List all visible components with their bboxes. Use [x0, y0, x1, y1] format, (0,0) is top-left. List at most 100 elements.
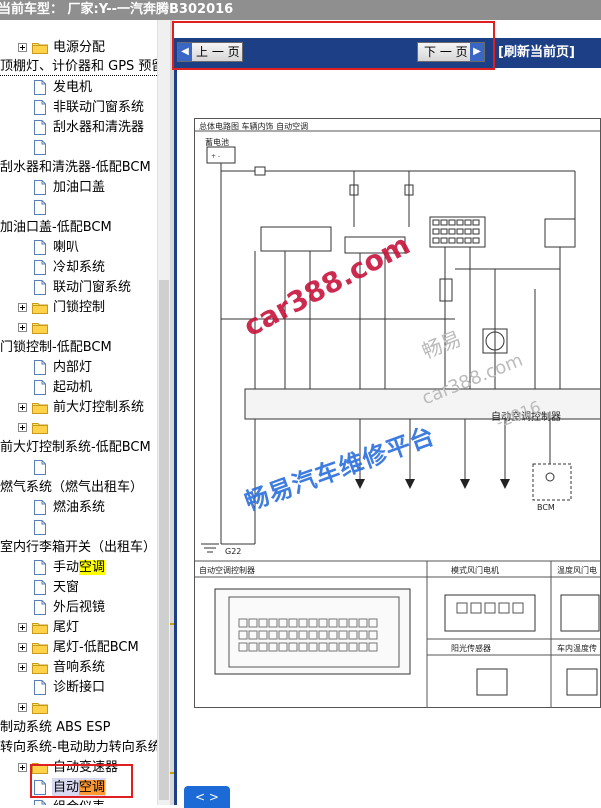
tree-expand-icon[interactable] — [18, 423, 27, 432]
tree-expand-icon[interactable] — [18, 763, 27, 772]
annotation-box-navigation — [172, 21, 495, 70]
document-icon — [34, 800, 46, 805]
tree-expand-icon[interactable] — [18, 43, 27, 52]
module-label: 自动空调控制器 — [491, 412, 561, 423]
next-page-button[interactable]: 下 一 页 ▶ — [417, 42, 485, 62]
pane-splitter[interactable] — [170, 20, 174, 805]
page-toggle-button[interactable]: < > — [184, 786, 230, 808]
panel-ac-controller-label: 自动空调控制器 — [199, 566, 255, 575]
battery-label: 蓄电池 — [205, 138, 229, 147]
document-icon — [34, 260, 46, 275]
tree-expand-icon[interactable] — [18, 323, 27, 332]
document-icon — [34, 560, 46, 575]
document-icon — [34, 680, 46, 695]
tree-expand-icon[interactable] — [18, 643, 27, 652]
tree-item-label: 顶棚灯、计价器和 GPS 预留 — [0, 59, 166, 76]
folder-icon — [32, 321, 48, 334]
svg-text:+ -: + - — [211, 153, 220, 160]
tree-scrollbar[interactable] — [157, 20, 171, 805]
tree-item-label: 天窗 — [53, 580, 80, 595]
tree-item-label: 组合仪表 — [52, 798, 106, 805]
tree-item-label: 燃油系统 — [53, 500, 106, 515]
document-icon — [34, 600, 46, 615]
tree-item-label: 电源分配 — [53, 40, 106, 55]
diagram-header: 总体电路图 车辆内饰 自动空调 — [199, 122, 309, 131]
current-model-header: 当前车型： 厂家:Y--一汽奔腾B302016 — [0, 0, 601, 20]
current-model-text: 当前车型： 厂家:Y--一汽奔腾B302016 — [0, 2, 234, 17]
tree-item-label: 外后视镜 — [53, 600, 106, 615]
tree-item-label: 前大灯控制系统 — [53, 400, 145, 415]
previous-page-label: 上 一 页 — [196, 45, 240, 59]
document-icon — [34, 240, 46, 255]
document-icon — [34, 140, 46, 155]
previous-page-button[interactable]: ◀ 上 一 页 — [177, 42, 243, 62]
tree-item-label: 室内行李箱开关（出租车） — [0, 540, 157, 555]
tree-item-label: 诊断接口 — [53, 680, 106, 695]
folder-icon — [32, 621, 48, 634]
tree-item-label: 加油口盖 — [53, 180, 106, 195]
viewer-left-border — [174, 68, 177, 805]
tree-item-label: 自动变速器 — [53, 760, 119, 775]
tree-item-label: 联动门窗系统 — [53, 280, 132, 295]
folder-icon — [32, 41, 48, 54]
document-icon — [34, 520, 46, 535]
tree-item-label: 加油口盖-低配BCM — [0, 220, 112, 235]
tree-item-label: 冷却系统 — [53, 260, 106, 275]
tree-item-label: 尾灯-低配BCM — [53, 640, 139, 655]
page-navigation-bar: ◀ 上 一 页 下 一 页 ▶ [刷新当前页] — [174, 38, 601, 68]
panel-sun-sensor-label: 阳光传感器 — [451, 644, 491, 653]
tree-item-label: 手动空调 — [53, 560, 106, 575]
tree-item-label: 刮水器和清洗器 — [53, 120, 145, 135]
tree-item-label: 非联动门窗系统 — [53, 100, 145, 115]
tree-item-label: 音响系统 — [53, 660, 106, 675]
document-icon — [34, 500, 46, 515]
document-icon — [34, 80, 46, 95]
catalog-tree-pane[interactable]: 电源分配顶棚灯、计价器和 GPS 预留发电机非联动门窗系统刮水器和清洗器刮水器和… — [0, 20, 170, 805]
bcm-label: BCM — [537, 503, 555, 512]
tree-expand-icon[interactable] — [18, 403, 27, 412]
arrow-left-icon: ◀ — [178, 43, 192, 61]
document-icon — [34, 120, 46, 135]
tree-expand-icon[interactable] — [18, 623, 27, 632]
tree-expand-icon[interactable] — [18, 703, 27, 712]
tree-item-label: 转向系统-电动助力转向系统 — [0, 740, 161, 755]
ground-label: G22 — [225, 547, 242, 556]
document-viewer: ◀ 上 一 页 下 一 页 ▶ [刷新当前页] + - — [174, 20, 601, 808]
tree-item-label: 刮水器和清洗器-低配BCM — [0, 160, 151, 175]
splitter-marker — [170, 623, 174, 625]
panel-temp-motor-label: 温度风门电 — [557, 566, 597, 575]
document-icon — [34, 100, 46, 115]
folder-icon — [32, 701, 48, 714]
next-page-label: 下 一 页 — [424, 45, 468, 59]
refresh-page-link[interactable]: [刷新当前页] — [498, 45, 575, 60]
panel-mode-motor-label: 模式风门电机 — [451, 566, 499, 575]
document-icon — [34, 360, 46, 375]
wiring-diagram-graphic: + - — [195, 130, 600, 707]
panel-incar-temp-label: 车内温度传 — [557, 644, 597, 653]
document-icon — [34, 280, 46, 295]
annotation-box-selected-item — [30, 764, 133, 798]
tree-item-label: 前大灯控制系统-低配BCM — [0, 440, 151, 455]
document-icon — [34, 380, 46, 395]
tree-item-label: 尾灯 — [53, 620, 80, 635]
search-highlight: 空调 — [79, 780, 106, 795]
tree-item-label: 门锁控制 — [53, 300, 106, 315]
document-icon — [34, 200, 46, 215]
tree-item-label: 内部灯 — [53, 360, 93, 375]
tree-expand-icon[interactable] — [18, 303, 27, 312]
tree-item-label: 燃气系统（燃气出租车） — [0, 480, 144, 495]
tree-scrollbar-thumb[interactable] — [159, 280, 169, 800]
search-highlight: 空调 — [79, 560, 106, 575]
wiring-diagram: + - — [194, 118, 601, 708]
document-icon — [34, 460, 46, 475]
tree-item-label: 起动机 — [53, 380, 93, 395]
splitter-marker — [170, 772, 174, 774]
document-icon — [34, 180, 46, 195]
tree-item-label: 发电机 — [53, 80, 93, 95]
tree-expand-icon[interactable] — [18, 663, 27, 672]
arrow-right-icon: ▶ — [470, 43, 484, 61]
folder-icon — [32, 301, 48, 314]
tree-item-label: 制动系统 ABS ESP — [0, 720, 111, 735]
folder-icon — [32, 641, 48, 654]
tree-item-label: 自动空调 — [52, 778, 107, 798]
